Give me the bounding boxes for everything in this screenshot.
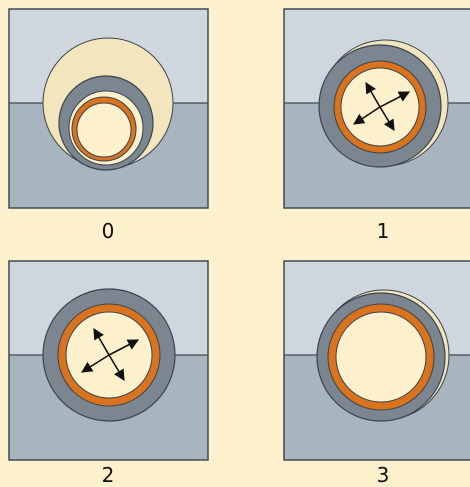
stage-label-2: 2 — [102, 463, 115, 487]
stage-label-1: 1 — [377, 219, 390, 243]
panel-frame — [283, 260, 470, 461]
stage-panel-3 — [283, 260, 470, 461]
panel-frame — [8, 8, 209, 209]
panel-frame — [8, 260, 209, 461]
stage-label-3: 3 — [377, 463, 390, 487]
core — [76, 102, 132, 158]
stage-panel-2 — [8, 260, 209, 461]
core — [335, 311, 427, 403]
stage-panel-1 — [283, 8, 470, 209]
panel-frame — [283, 8, 470, 209]
stage-panel-0 — [8, 8, 209, 209]
expansion-arrows — [353, 82, 410, 131]
stage-label-0: 0 — [102, 219, 115, 243]
expansion-arrows — [81, 328, 139, 381]
